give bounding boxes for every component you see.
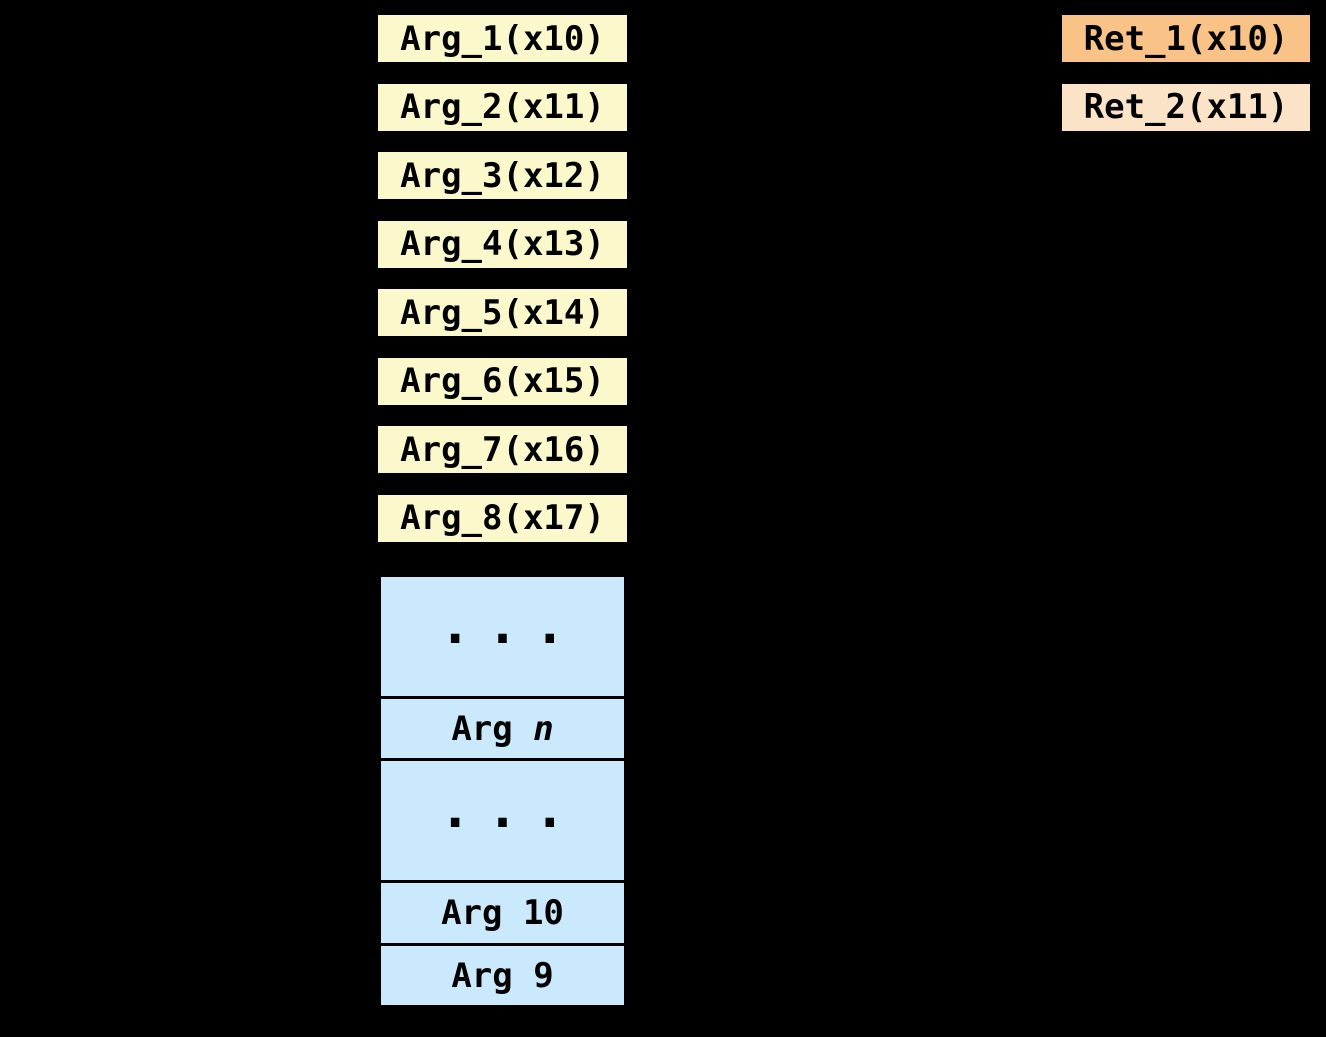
arg-register-label-6: Arg_6(x15) bbox=[400, 361, 605, 401]
ret-register-box-2: Ret_2(x11) bbox=[1062, 83, 1310, 131]
ret-register-box-1: Ret_1(x10) bbox=[1062, 15, 1310, 62]
ellipsis-dots: ... bbox=[439, 595, 582, 656]
arg-register-label-7: Arg_7(x16) bbox=[400, 429, 605, 470]
stack-row-ellipsis-middle: ... bbox=[381, 758, 624, 880]
stack-row-arg-9: Arg 9 bbox=[381, 943, 624, 1005]
arg-register-box-7: Arg_7(x16) bbox=[378, 426, 627, 473]
stack-row-arg-n: Arg n bbox=[381, 696, 624, 758]
return-registers-column: Ret_1(x10) Ret_2(x11) bbox=[1062, 15, 1310, 131]
stack-arg-n-variable: n bbox=[533, 708, 554, 749]
ret-register-label-2: Ret_2(x11) bbox=[1083, 87, 1289, 127]
arg-register-box-5: Arg_5(x14) bbox=[378, 289, 627, 336]
ret-register-label-1: Ret_1(x10) bbox=[1083, 18, 1289, 59]
ellipsis-dots: ... bbox=[439, 779, 582, 840]
arg-register-label-3: Arg_3(x12) bbox=[400, 155, 605, 196]
stack-arg-n-prefix: Arg bbox=[451, 708, 534, 749]
stack-arguments-table: ... Arg n ... Arg 10 Arg 9 bbox=[378, 574, 627, 1008]
arg-register-box-3: Arg_3(x12) bbox=[378, 152, 627, 199]
argument-registers-column: Arg_1(x10) Arg_2(x11) Arg_3(x12) Arg_4(x… bbox=[378, 15, 627, 542]
arg-register-label-4: Arg_4(x13) bbox=[400, 224, 605, 264]
arg-register-box-2: Arg_2(x11) bbox=[378, 83, 627, 131]
stack-row-arg-10: Arg 10 bbox=[381, 880, 624, 943]
arg-register-label-8: Arg_8(x17) bbox=[400, 498, 605, 538]
arg-register-box-6: Arg_6(x15) bbox=[378, 357, 627, 405]
stack-arg-9-label: Arg 9 bbox=[451, 955, 554, 996]
arg-register-label-2: Arg_2(x11) bbox=[400, 87, 605, 127]
stack-arg-10-label: Arg 10 bbox=[441, 893, 564, 933]
arg-register-label-5: Arg_5(x14) bbox=[400, 292, 605, 333]
arg-register-box-4: Arg_4(x13) bbox=[378, 220, 627, 268]
arg-register-label-1: Arg_1(x10) bbox=[400, 18, 605, 59]
arg-register-box-8: Arg_8(x17) bbox=[378, 494, 627, 542]
stack-row-ellipsis-top: ... bbox=[381, 577, 624, 696]
arg-register-box-1: Arg_1(x10) bbox=[378, 15, 627, 62]
